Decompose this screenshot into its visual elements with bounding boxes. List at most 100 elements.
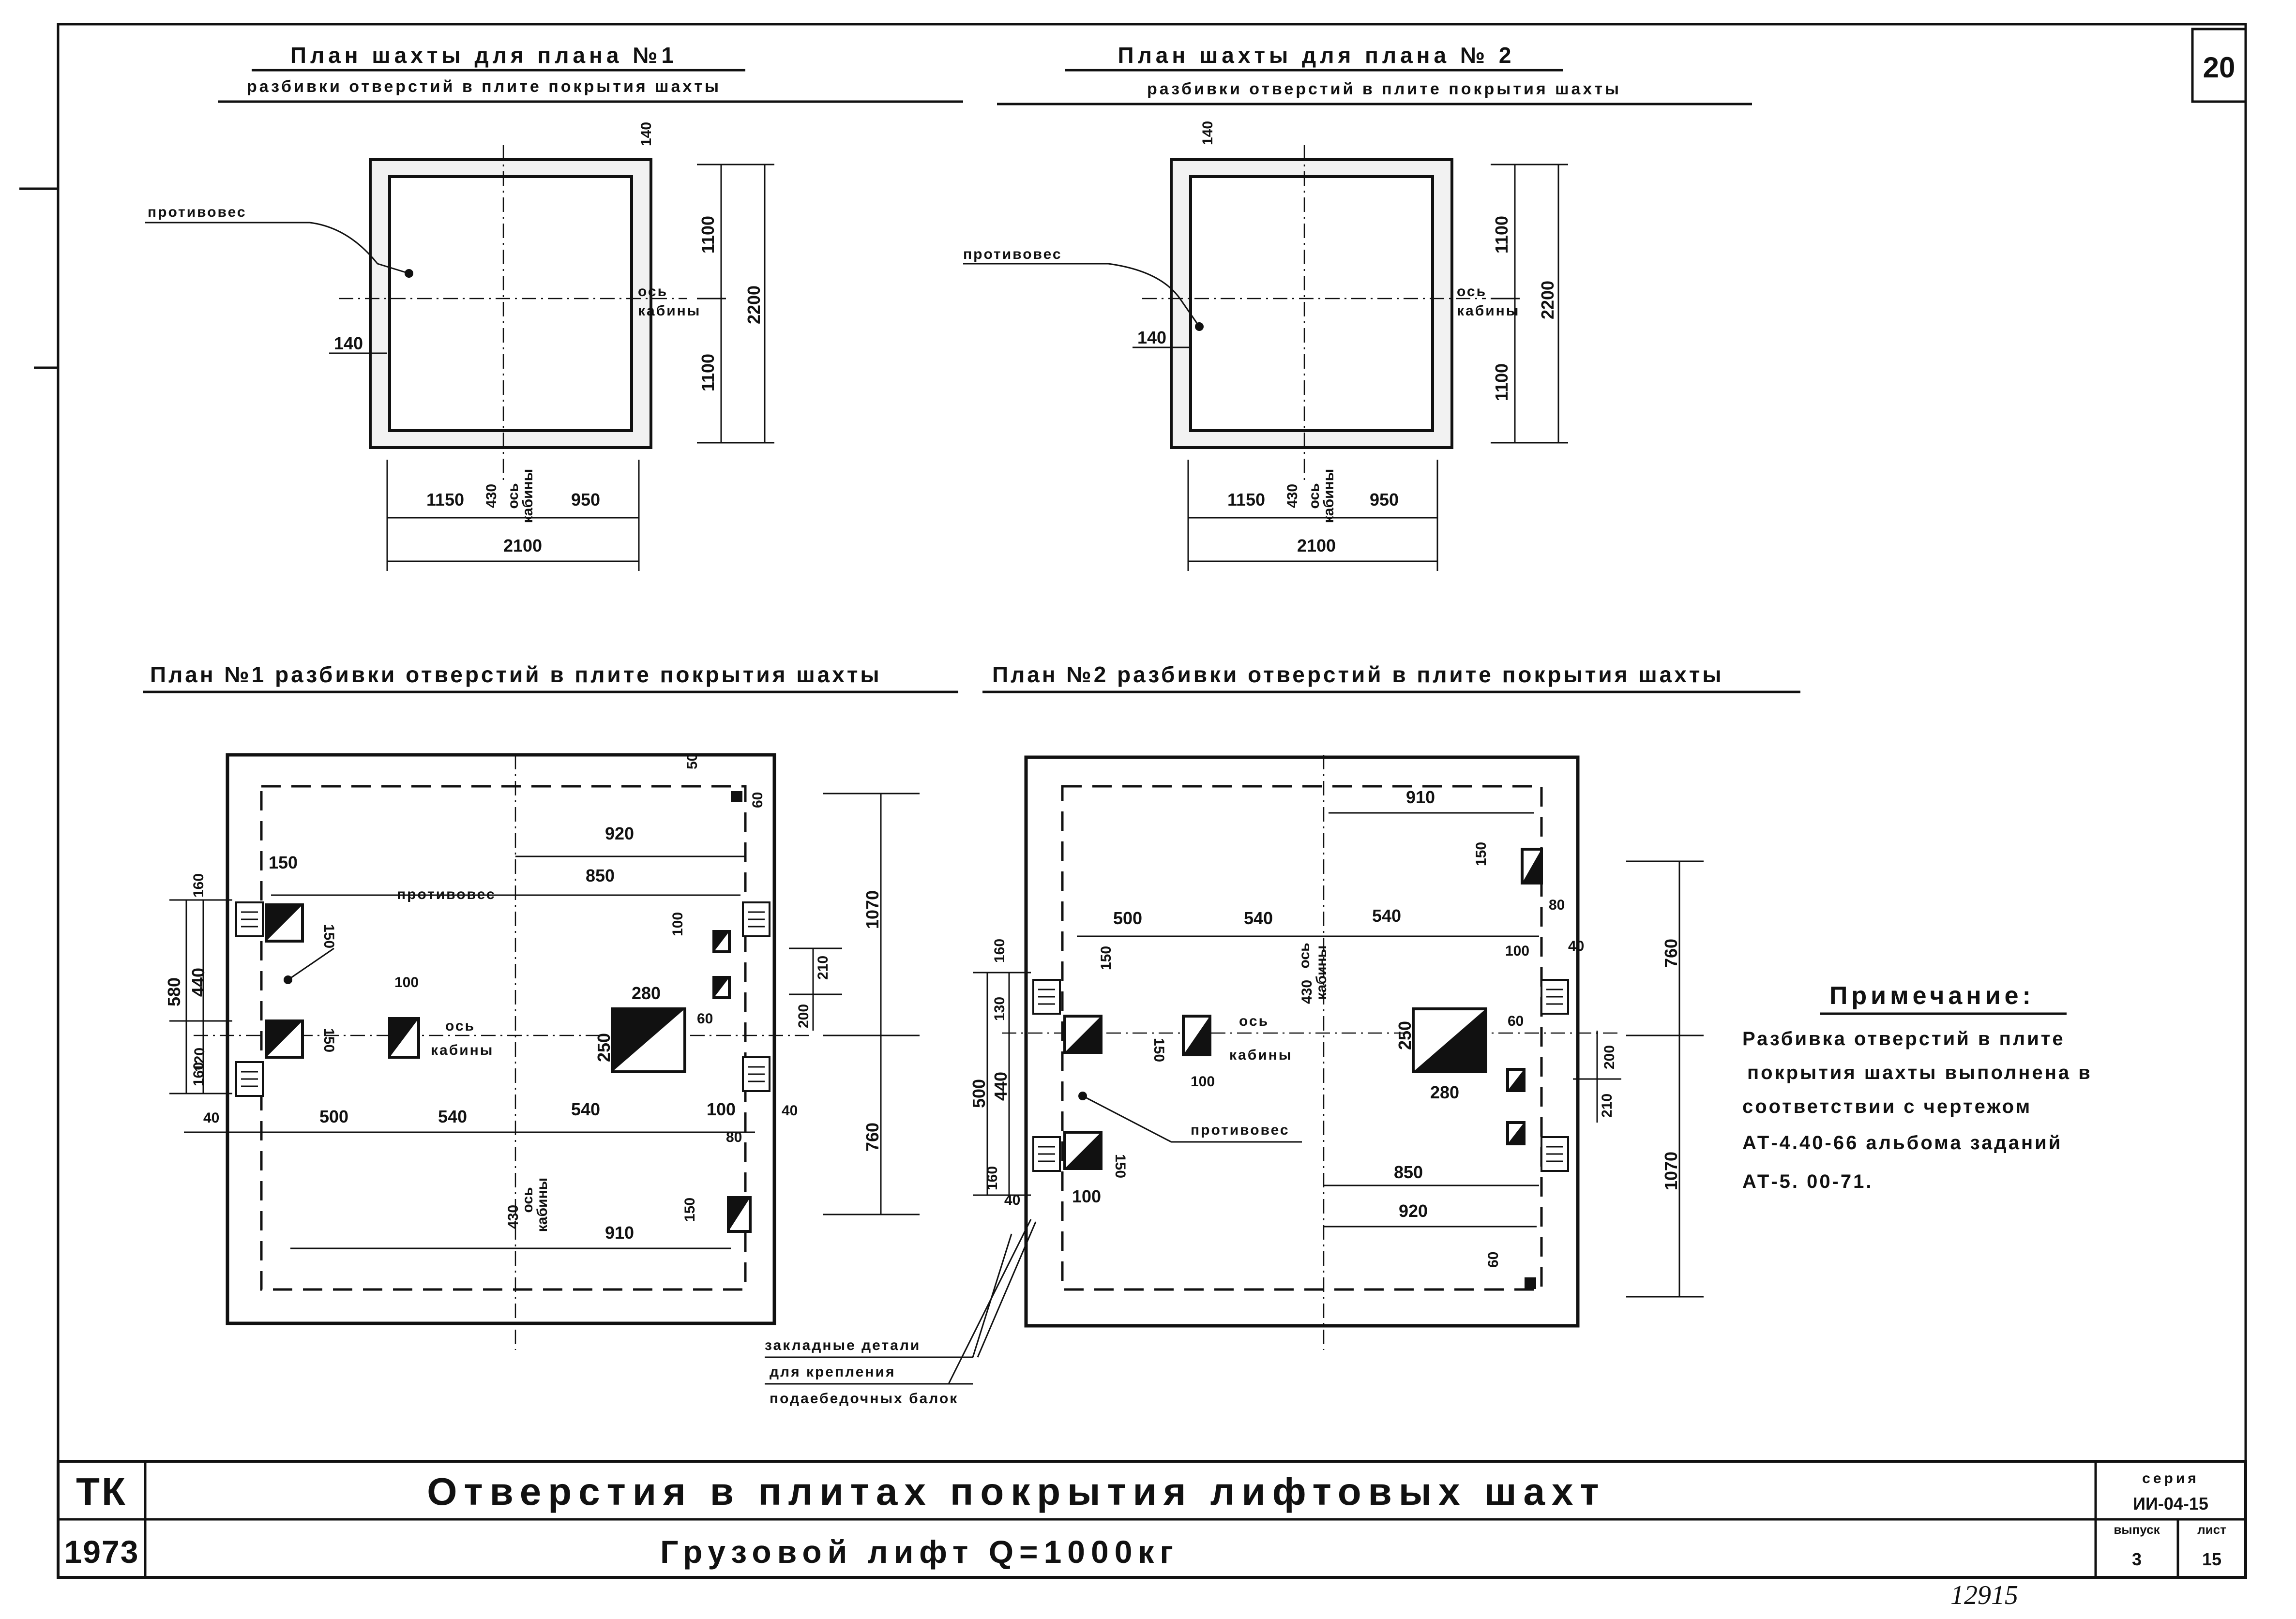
dim-label: 160 — [191, 873, 207, 898]
embedded-part — [742, 1056, 770, 1092]
dim-label: 910 — [605, 1223, 634, 1243]
cabin-label: кабины — [534, 1178, 550, 1232]
dim-label: 910 — [1406, 787, 1435, 807]
cabin-label: кабины — [1229, 1047, 1292, 1063]
dim-label: 150 — [321, 924, 337, 948]
archive-stamp-number: 12915 — [1950, 1580, 2018, 1610]
dim-label: 850 — [1394, 1162, 1423, 1182]
embedded-part — [742, 901, 770, 937]
issue-label: выпуск — [2114, 1522, 2160, 1537]
dim-label: 920 — [1399, 1201, 1428, 1221]
cabin-label: кабины — [638, 303, 701, 319]
sheet-value: 15 — [2202, 1549, 2221, 1569]
dim-label: 150 — [1112, 1154, 1128, 1178]
dim-label: 1100 — [1492, 363, 1511, 401]
note-line-4: АТ-4.40-66 альбома заданий — [1742, 1132, 2062, 1154]
dim-label: 210 — [1599, 1094, 1615, 1118]
openings-plan-1: План №1 разбивки отверстий в плите покры… — [143, 662, 958, 1350]
sheet-number-box: 20 — [2191, 28, 2247, 103]
dim-label: 760 — [862, 1123, 882, 1152]
dim-label: 2200 — [744, 285, 764, 324]
dim-label: 540 — [1244, 908, 1273, 928]
opening — [731, 791, 742, 802]
dim-label: 500 — [969, 1079, 989, 1108]
dim-label: 140 — [638, 122, 654, 146]
sheet-label: лист — [2197, 1522, 2226, 1537]
opening — [712, 976, 731, 999]
dim-label: 40 — [1568, 938, 1584, 954]
note-line-3: соответствии с чертежом — [1742, 1096, 2032, 1117]
dim-label: 2100 — [503, 536, 542, 555]
shaft-plan-2-title: План шахты для плана № 2 — [1118, 43, 1515, 68]
dim-label: 1150 — [1227, 490, 1265, 510]
shaft-opening — [1189, 175, 1434, 432]
plan-1-title: План №1 разбивки отверстий в плите покры… — [150, 662, 882, 687]
opening — [1182, 1015, 1211, 1056]
dim-label: 540 — [438, 1107, 467, 1126]
opening — [388, 1017, 420, 1059]
dim-label: 1100 — [1492, 216, 1511, 254]
dim-label: 430 — [1284, 484, 1300, 508]
shaft-plan-1-title: План шахты для плана №1 — [290, 43, 678, 68]
shaft-plan-2-subtitle: разбивки отверстий в плите покрытия шахт… — [1147, 80, 1621, 98]
dim-label: 140 — [1137, 328, 1166, 347]
dim-label: 440 — [991, 1072, 1011, 1101]
slab-outline — [1024, 755, 1580, 1328]
dim-label: 200 — [1601, 1045, 1617, 1069]
dim-label: 100 — [394, 974, 419, 990]
dim-label: 500 — [319, 1107, 348, 1126]
dim-label: 60 — [1485, 1252, 1501, 1268]
dim-label: 80 — [726, 1129, 742, 1145]
axis-label: ось — [638, 284, 668, 300]
embedded-part — [1541, 1136, 1569, 1172]
note-line-5: АТ-5. 00-71. — [1742, 1171, 1873, 1192]
embedded-parts-line-3: подаебедочных балок — [770, 1391, 958, 1407]
axis-label: ось — [1457, 284, 1487, 300]
dim-label: 150 — [1473, 842, 1489, 866]
dim-label: 280 — [1430, 1082, 1459, 1102]
dim-label: 850 — [586, 866, 615, 885]
dim-label: 430 — [505, 1205, 521, 1229]
dim-label: 120 — [192, 1048, 208, 1072]
dim-label: 500 — [1113, 908, 1142, 928]
dim-label: 430 — [483, 484, 499, 508]
dim-label: 150 — [321, 1028, 337, 1052]
slab-outline — [226, 753, 776, 1325]
opening — [1063, 1131, 1103, 1170]
embedded-part — [235, 901, 264, 937]
dim-label: 250 — [1395, 1021, 1415, 1050]
dim-label: 280 — [632, 983, 661, 1003]
opening — [1063, 1015, 1103, 1054]
note-heading: Примечание: — [1829, 982, 2035, 1010]
axis-label: ось — [1306, 483, 1322, 509]
dim-label: 100 — [707, 1099, 736, 1119]
dim-label: 150 — [682, 1198, 698, 1222]
note-line-1: Разбивка отверстий в плите — [1742, 1028, 2065, 1049]
dim-label: 160 — [984, 1166, 1000, 1190]
dim-label: 130 — [992, 997, 1008, 1021]
dim-label: 250 — [594, 1033, 614, 1062]
dim-label: 920 — [605, 824, 634, 843]
dim-label: 1150 — [426, 490, 464, 510]
dim-label: 580 — [164, 977, 184, 1006]
dim-label: 50 — [684, 753, 700, 769]
dim-label: 60 — [1508, 1013, 1524, 1029]
openings-plan-2: План №2 разбивки отверстий в плите покры… — [969, 662, 1800, 1350]
dim-label: 160 — [992, 939, 1008, 963]
dim-label: 950 — [1370, 490, 1399, 510]
dim-label: 540 — [571, 1099, 600, 1119]
axis-label: ось — [445, 1018, 475, 1034]
dim-label: 2100 — [1297, 536, 1336, 555]
series-label: серия — [2142, 1470, 2199, 1486]
shaft-plan-1: План шахты для плана №1 разбивки отверст… — [145, 43, 963, 571]
dim-label: 430 — [1299, 980, 1315, 1004]
dim-label: 540 — [1372, 906, 1401, 926]
opening — [1506, 1068, 1526, 1092]
dim-label: 60 — [750, 792, 766, 808]
slab-inner-outline — [260, 785, 747, 1291]
axis-label: ось — [1239, 1013, 1269, 1029]
dim-label: 200 — [796, 1004, 812, 1028]
dim-label: 150 — [1151, 1038, 1167, 1062]
dim-label: 100 — [1505, 943, 1529, 959]
title-block-year: 1973 — [64, 1534, 139, 1570]
